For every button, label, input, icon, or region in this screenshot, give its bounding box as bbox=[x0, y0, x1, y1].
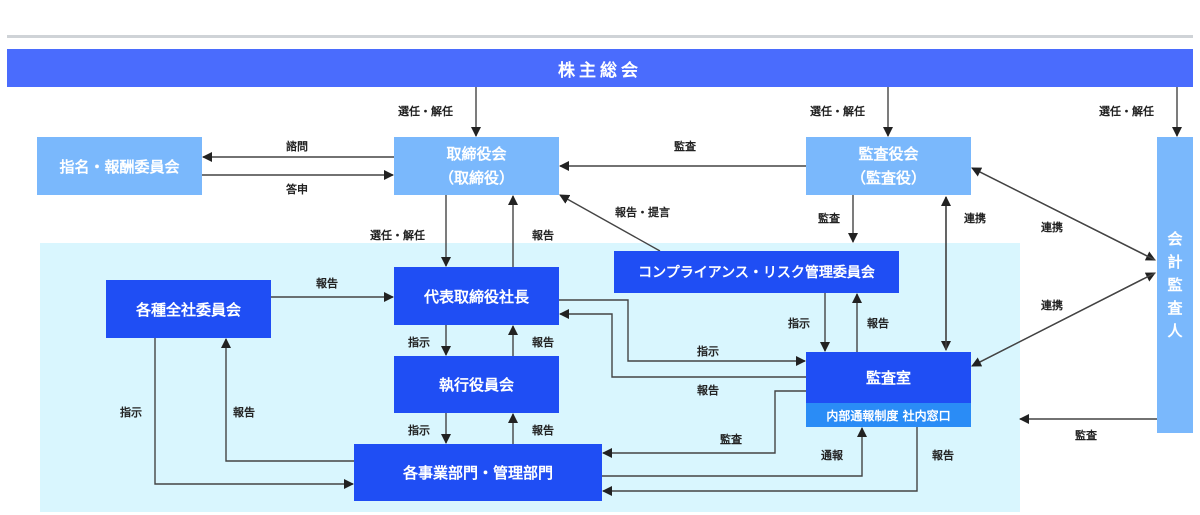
edge-president-auditoffice bbox=[559, 299, 806, 366]
edge-departments-committees bbox=[221, 338, 354, 462]
edge-label: 選任・解任 bbox=[1099, 105, 1154, 118]
edge-label: 報告・提言 bbox=[615, 206, 670, 219]
shareholders-meeting-node: 株主総会 bbox=[7, 49, 1193, 87]
edge-label: 指示 bbox=[408, 336, 430, 349]
node-label: コンプライアンス・リスク管理委員会 bbox=[638, 265, 875, 281]
node-char: 会 bbox=[1167, 229, 1183, 248]
company-committees-node: 各種全社委員会 bbox=[106, 280, 271, 338]
executive-board-node: 執行役員会 bbox=[394, 356, 559, 413]
node-label: 監査役会 bbox=[858, 145, 919, 163]
audit-office-node: 監査室 内部通報制度 社内窓口 bbox=[806, 352, 971, 427]
edge-label: 通報 bbox=[821, 449, 843, 462]
whistleblower-desk-label: 内部通報制度 社内窓口 bbox=[806, 403, 971, 427]
president-node: 代表取締役社長 bbox=[394, 267, 559, 325]
nomination-committee-node: 指名・報酬委員会 bbox=[37, 137, 202, 195]
node-char: 人 bbox=[1167, 321, 1183, 340]
edge-committees-departments bbox=[154, 338, 354, 489]
edge-label: 監査 bbox=[818, 212, 840, 225]
edge-label: 選任・解任 bbox=[810, 105, 865, 118]
edge-label: 報告 bbox=[532, 229, 554, 242]
edge-label: 指示 bbox=[697, 345, 719, 358]
edge-label: 報告 bbox=[867, 317, 889, 330]
edge-label: 監査 bbox=[720, 433, 742, 446]
edge-label: 選任・解任 bbox=[398, 105, 453, 118]
edge-label: 諮問 bbox=[286, 140, 308, 153]
node-label: 執行役員会 bbox=[438, 376, 514, 394]
compliance-committee-node: コンプライアンス・リスク管理委員会 bbox=[614, 251, 899, 293]
node-label: 各事業部門・管理部門 bbox=[402, 464, 553, 482]
edge-desk-departments bbox=[602, 427, 918, 496]
node-label: 取締役会 bbox=[446, 145, 507, 163]
edge-label: 監査 bbox=[674, 140, 696, 153]
edge-label: 報告 bbox=[697, 384, 719, 397]
edge-label: 報告 bbox=[316, 277, 338, 290]
edge-label: 連携 bbox=[1041, 299, 1063, 312]
edge-label: 答申 bbox=[286, 183, 308, 196]
edge-label: 連携 bbox=[1041, 221, 1063, 234]
edge-label: 監査 bbox=[1075, 429, 1097, 442]
edge-label: 選任・解任 bbox=[370, 229, 425, 242]
edge-label: 報告 bbox=[532, 424, 554, 437]
node-label: 指名・報酬委員会 bbox=[59, 157, 180, 176]
edge-auditoffice-departments bbox=[602, 390, 806, 458]
edge-compliance-board bbox=[559, 194, 661, 252]
edge-label: 指示 bbox=[788, 317, 810, 330]
top-divider bbox=[7, 35, 1193, 38]
node-char: 計 bbox=[1167, 252, 1183, 271]
audit-office-label: 監査室 bbox=[865, 369, 911, 387]
node-sublabel: （監査役） bbox=[850, 169, 926, 187]
edge-label: 連携 bbox=[964, 212, 986, 225]
edge-label: 指示 bbox=[120, 406, 142, 419]
edge-label: 報告 bbox=[532, 336, 554, 349]
node-label: 代表取締役社長 bbox=[423, 287, 529, 306]
node-char: 査 bbox=[1167, 298, 1183, 317]
edge-label: 報告 bbox=[233, 406, 255, 419]
accounting-auditor-node: 会 計 監 査 人 bbox=[1157, 137, 1193, 433]
node-char: 監 bbox=[1167, 275, 1183, 294]
edge-departments-whistle bbox=[602, 427, 867, 477]
node-label: 株主総会 bbox=[558, 60, 642, 81]
audit-board-node: 監査役会 （監査役） bbox=[806, 137, 971, 195]
departments-node: 各事業部門・管理部門 bbox=[354, 444, 602, 501]
edge-auditoffice-president bbox=[559, 309, 806, 378]
edge-label: 指示 bbox=[408, 424, 430, 437]
node-sublabel: （取締役） bbox=[438, 169, 514, 187]
node-label: 各種全社委員会 bbox=[135, 300, 241, 319]
board-node: 取締役会 （取締役） bbox=[394, 137, 559, 195]
edge-label: 報告 bbox=[932, 449, 954, 462]
